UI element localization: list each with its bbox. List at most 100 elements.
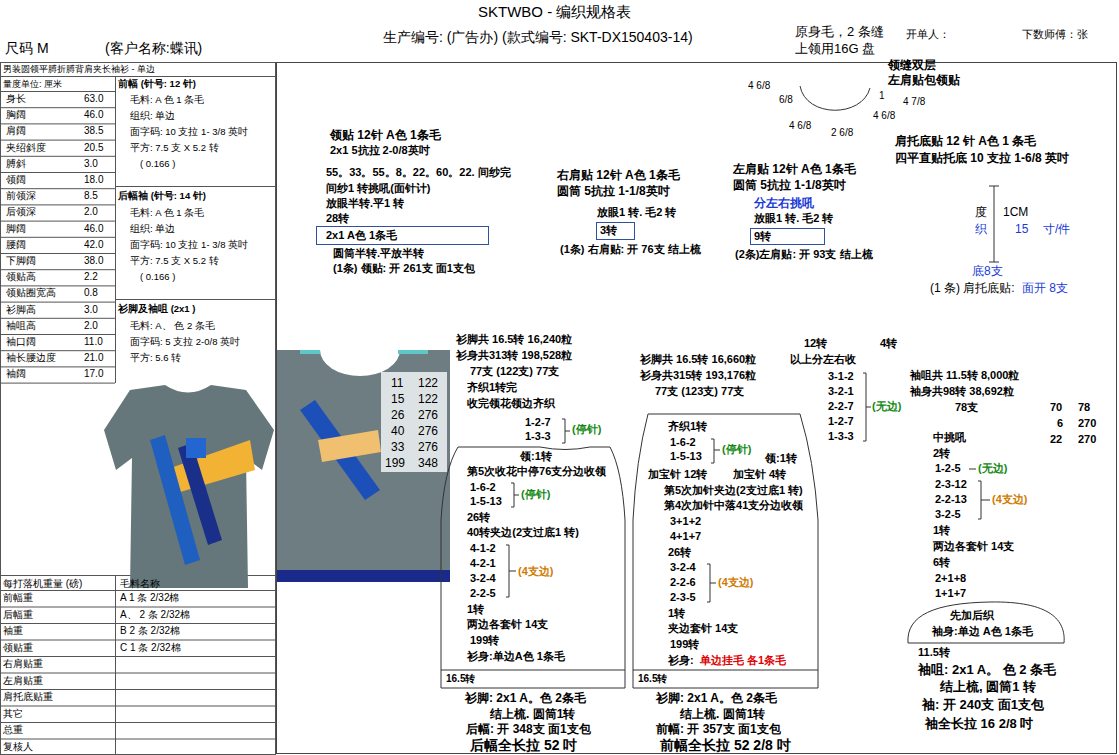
spec-label: 复核人 (3, 741, 33, 753)
spec-label: 77支 (122支) 77支 (470, 365, 559, 378)
spec-label: 2.2 (84, 271, 98, 283)
panel-graphic (318, 430, 381, 462)
spec-label: 肩托底贴重 (3, 691, 53, 703)
spec-label: 276 (418, 440, 438, 454)
spec-label: 织 (975, 222, 987, 236)
spec-label: 1-3-3 (525, 430, 551, 443)
spec-label: 4转 (880, 337, 897, 350)
spec-label: 中挑吼 (933, 431, 966, 444)
spec-label: 胸阔 (6, 109, 26, 121)
table-rule (0, 383, 115, 384)
spec-label: (2条)左肩贴: 开 93支 结上梳 (735, 248, 873, 261)
spec-label: 总重 (3, 724, 23, 736)
spec-label: 38.5 (84, 125, 103, 137)
spec-label: 4 6/8 (873, 110, 895, 122)
spec-label: 3-1-2 (828, 370, 854, 383)
spec-label: 8.5 (84, 190, 98, 202)
spec-label: 组织: 单边 (130, 223, 175, 234)
strip-outline (317, 227, 489, 245)
tee-graphic (186, 438, 206, 458)
bracket (707, 564, 716, 602)
spec-label: 脚阔 (6, 223, 26, 235)
spec-label: 11 (391, 376, 403, 390)
spec-label: 42.0 (84, 239, 103, 251)
spec-label: 收完领花领边齐织 (467, 397, 555, 410)
spec-label: 肩阔 (6, 125, 26, 137)
strip-outline (751, 229, 825, 245)
spec-label: 量度单位: 厘米 (3, 79, 62, 90)
panel-trim (398, 350, 428, 354)
rib-line (441, 670, 625, 671)
spec-label: 底8支 (972, 264, 1003, 278)
spec-label: 18.0 (84, 174, 103, 186)
table-rule (115, 186, 275, 187)
spec-label: 46.0 (84, 109, 103, 121)
brackets (506, 373, 990, 602)
spec-label: 齐织1转完 (467, 381, 517, 394)
spec-label: 前幅重 (3, 592, 33, 604)
spec-label: 2-2-13 (935, 493, 967, 506)
table-grid (0, 63, 276, 755)
panel-illustration (277, 350, 450, 575)
table-rule (0, 91, 115, 92)
spec-label: 先加后织 (950, 609, 994, 622)
spec-label: 348 (418, 456, 438, 470)
table-rule (0, 318, 115, 319)
spec-label: 3+1+2 (670, 515, 701, 528)
spec-label: (无边) (978, 462, 1007, 475)
spec-label: 78 (1078, 401, 1090, 414)
spec-label: 1转 (668, 607, 685, 620)
table-rule (0, 172, 115, 173)
main-frame (277, 63, 1117, 754)
spec-label: 1+1+7 (935, 587, 966, 600)
spec-label: 加宝针 4转 (733, 468, 786, 481)
spec-label: 276 (418, 424, 438, 438)
spec-label: 袖阔 (6, 368, 26, 380)
spec-label: 下数师傅：张 (1022, 28, 1088, 41)
spec-label: 26转 (668, 546, 691, 559)
spec-label: 领贴圈宽高 (6, 287, 56, 299)
spec-label: 袖咀: 2x1 A。 色 2 条毛 (918, 662, 1056, 678)
spec-label: 衫脚: 2x1 A。色 2条毛 (656, 691, 777, 705)
spec-label: 2-2-5 (470, 587, 496, 600)
spec-label: 270 (1078, 417, 1096, 430)
spec-label: 袖全长拉 16 2/8 吋 (925, 716, 1033, 732)
spec-label: 两边各套针 14支 (467, 618, 548, 631)
spec-label: 结上梳, 圆筒1 转 (940, 679, 1036, 695)
spec-label: 2-3-5 (670, 591, 696, 604)
strip-outline (597, 223, 635, 240)
table-rule (115, 576, 116, 755)
spec-label: 夹绍斜度 (6, 142, 46, 154)
spec-label: (4支边) (992, 493, 1027, 506)
spec-label: 4 6/8 (748, 80, 770, 92)
spec-label: 领缝双层 (888, 58, 936, 72)
spec-label: 生产编号: (广告办) (款式编号: SKT-DX150403-14) (383, 29, 693, 46)
spec-label: 袖身:单边 A色 1条毛 (932, 625, 1033, 638)
bracket (863, 373, 871, 441)
spec-label: 男装圆领平膊折膊背肩夹长袖衫 - 单边 (3, 64, 155, 75)
spec-label: 28转 (326, 212, 349, 225)
spec-label: (无边) (872, 400, 901, 413)
back-piece-outline (441, 447, 625, 688)
spec-label: 1-2-7 (525, 416, 551, 429)
spec-label: 26 (391, 408, 404, 422)
spec-label: 毛料: A 色 1 条毛 (130, 207, 204, 218)
panel-trim (300, 350, 320, 354)
panel-neck (320, 324, 400, 376)
spec-label: 第5次加针夹边(2支过底1 转) (664, 484, 803, 497)
spec-label: 两边各套针 14支 (933, 540, 1014, 553)
spec-label: 肩托底贴 12 针 A色 1 条毛 (895, 134, 1036, 148)
spec-label: 袖: 开 240支 面1支包 (922, 697, 1044, 713)
spec-label: 2 6/8 (831, 127, 853, 139)
table-rule (0, 269, 115, 270)
spec-label: 领贴 12针 A色 1条毛 (330, 128, 441, 142)
spec-label: 3.0 (84, 158, 98, 170)
spec-label: 2-2-6 (670, 576, 696, 589)
spec-label: 开单人： (906, 28, 950, 41)
spec-label: 2x1 5抗拉 2-0/8英吋 (330, 144, 430, 157)
spec-label: 领阔 (6, 174, 26, 186)
sheet-title: SKTWBO - 编织规格表 (478, 3, 631, 21)
spec-label: 9转 (754, 230, 771, 243)
spec-label: 2-2-7 (828, 400, 854, 413)
